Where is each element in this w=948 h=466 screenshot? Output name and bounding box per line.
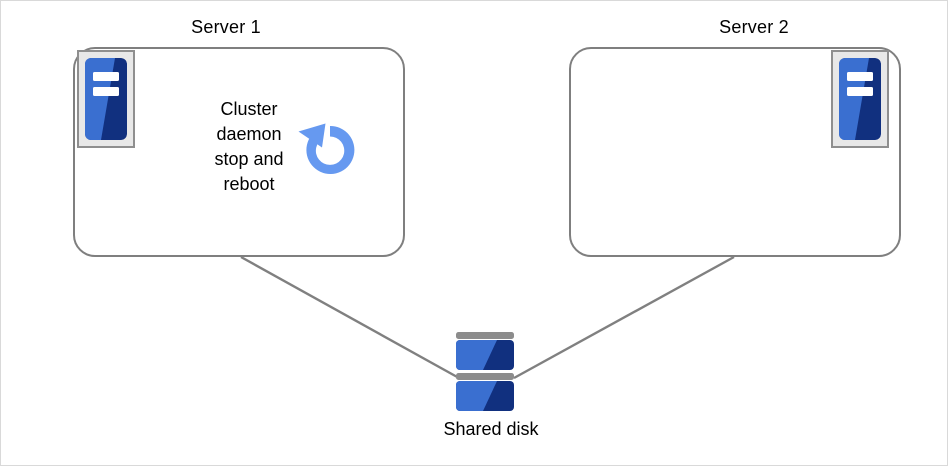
daemon-text-line: daemon: [216, 124, 282, 144]
connector-server2-to-disk: [513, 255, 735, 380]
server1-body-text: Cluster daemon stop and reboot: [184, 97, 314, 197]
daemon-text-line: Cluster: [220, 99, 278, 119]
shared-disk-label: Shared disk: [443, 419, 539, 439]
server2-icon-frame: [831, 50, 889, 148]
server2-title: Server 2: [719, 17, 789, 37]
disk-bar-top: [456, 332, 514, 339]
server-icon: [85, 58, 127, 140]
daemon-text-line: reboot: [223, 174, 275, 194]
shared-disk-icon: [456, 332, 514, 411]
server1-title: Server 1: [191, 17, 261, 37]
server-icon: [839, 58, 881, 140]
connector-server1-to-disk: [240, 255, 460, 380]
reboot-refresh-icon: [298, 123, 355, 174]
disk-bar-middle: [456, 373, 514, 380]
daemon-text-line: stop and: [214, 149, 284, 169]
server1-icon-frame: [77, 50, 135, 148]
